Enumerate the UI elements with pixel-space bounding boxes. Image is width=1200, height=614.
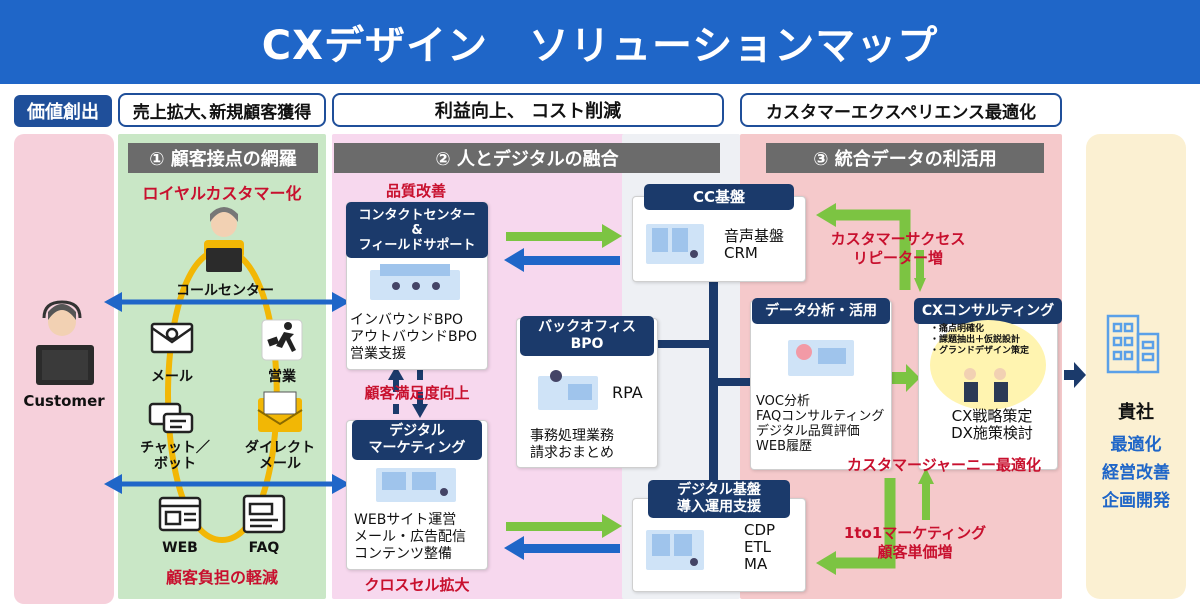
client-item-optimize: 最適化 xyxy=(1110,435,1162,455)
touchpoint-loop xyxy=(165,246,280,544)
customer-success-text: カスタマーサクセス リピーター増 xyxy=(830,230,966,267)
value-creation-label: 価値創出 xyxy=(14,95,112,127)
web-icon xyxy=(158,496,202,532)
cx-consulting-head: CXコンサルティング xyxy=(914,298,1062,324)
digital-marketing-head: デジタル マーケティング xyxy=(352,420,482,460)
arrow-to-cc xyxy=(506,224,622,248)
header-sales-growth: 売上拡大､新規顧客獲得 xyxy=(118,93,326,127)
back-office-rpa: RPA xyxy=(612,383,643,402)
arrow-data-to-cx xyxy=(890,372,906,384)
burden-reduction-text: 顧客負担の軽減 xyxy=(165,568,278,587)
mail-label: メール xyxy=(151,369,193,385)
cc-base-card xyxy=(632,196,806,282)
double-arrow-bottom xyxy=(104,474,350,494)
cx-consulting-items: CX戦略策定 DX施策検討 xyxy=(951,407,1033,442)
digital-marketing-illustration xyxy=(376,468,456,502)
zone3-title: ③ 統合データの利活用 xyxy=(766,143,1044,173)
page-title: CXデザイン ソリューションマップ xyxy=(0,0,1200,84)
cx-consulting-illustration xyxy=(964,368,1008,402)
cx-consulting-bullets: ・痛点明確化 ・課題抽出＋仮説設計 ・グランドデザイン策定 xyxy=(930,324,1030,356)
data-analysis-items: VOC分析 FAQコンサルティング デジタル品質評価 WEB履歴 xyxy=(756,394,885,454)
client-item-management: 経営改善 xyxy=(1102,463,1170,483)
back-office-illustration xyxy=(538,370,598,410)
arrow-up-small xyxy=(388,366,404,380)
cx-consulting-circle xyxy=(930,320,1046,410)
zone2-title: ② 人とデジタルの融合 xyxy=(334,143,720,173)
chat-label: チャット／ボット xyxy=(140,440,210,472)
direct-mail-label: ダイレクトメール xyxy=(245,440,315,472)
building-icon xyxy=(1106,314,1160,374)
customer-label: Customer xyxy=(23,392,105,410)
operator-icon xyxy=(204,207,244,272)
journey-optimization-text: カスタマージャーニー最適化 xyxy=(847,456,1041,474)
cc-base-head: CC基盤 xyxy=(644,184,794,210)
data-analysis-illustration xyxy=(788,340,854,376)
back-office-items: 事務処理業務 請求おまとめ xyxy=(530,428,614,461)
contact-center-items: インバウンドBPO アウトバウンドBPO 営業支援 xyxy=(350,312,478,362)
one-to-one-text: 1to1マーケティング 顧客単価増 xyxy=(843,524,987,561)
customer-icon xyxy=(36,300,94,385)
cycle-top xyxy=(832,209,911,290)
direct-mail-icon xyxy=(257,391,303,432)
data-analysis-head: データ分析・活用 xyxy=(752,298,890,324)
backoffice-connector xyxy=(652,340,712,348)
cross-sell-text: クロスセル拡大 xyxy=(364,576,470,594)
contact-center-head: コンタクトセンター & フィールドサポート xyxy=(346,202,488,258)
client-zone xyxy=(1086,134,1186,599)
cycle-down-head xyxy=(914,278,926,292)
cc-base-illustration xyxy=(646,224,704,264)
web-label: WEB xyxy=(162,540,198,556)
call-center-label: コールセンター xyxy=(176,283,274,299)
chat-icon xyxy=(148,402,194,434)
arrow-from-cc xyxy=(504,248,620,272)
client-name: 貴社 xyxy=(1118,402,1154,423)
zone1-title: ① 顧客接点の網羅 xyxy=(128,143,318,173)
back-office-head: バックオフィス BPO xyxy=(520,316,654,356)
double-arrow-top xyxy=(104,292,350,312)
contact-center-illustration xyxy=(370,264,460,300)
digital-base-items: CDP ETL MA xyxy=(744,521,776,573)
arrow-down-small xyxy=(412,404,428,418)
faq-icon xyxy=(242,494,286,534)
quality-improvement-text: 品質改善 xyxy=(385,182,446,200)
header-profit-cost: 利益向上、 コスト削減 xyxy=(332,93,724,127)
digital-base-head: デジタル基盤 導入運用支援 xyxy=(648,480,790,518)
satisfaction-text: 顧客満足度向上 xyxy=(364,384,470,402)
faq-label: FAQ xyxy=(248,540,280,556)
cycle-bottom xyxy=(832,478,896,569)
data-analysis-card xyxy=(750,300,892,470)
sales-icon xyxy=(261,319,303,361)
trunk-line xyxy=(709,260,718,500)
mail-icon xyxy=(150,322,194,354)
cc-base-items: 音声基盤 CRM xyxy=(724,227,785,262)
arrow-from-digital xyxy=(504,536,620,560)
loyal-customer-text: ロイヤルカスタマー化 xyxy=(142,184,302,203)
client-item-planning: 企画開発 xyxy=(1102,491,1170,511)
arrow-to-client xyxy=(1064,370,1074,380)
digital-base-illustration xyxy=(646,530,704,570)
data-connector xyxy=(716,378,750,386)
arrow-to-digital xyxy=(506,514,622,538)
digital-marketing-items: WEBサイト運営 メール・広告配信 コンテンツ整備 xyxy=(354,512,466,562)
sales-label: 営業 xyxy=(268,369,296,385)
header-cx-optimization: カスタマーエクスペリエンス最適化 xyxy=(740,93,1062,127)
